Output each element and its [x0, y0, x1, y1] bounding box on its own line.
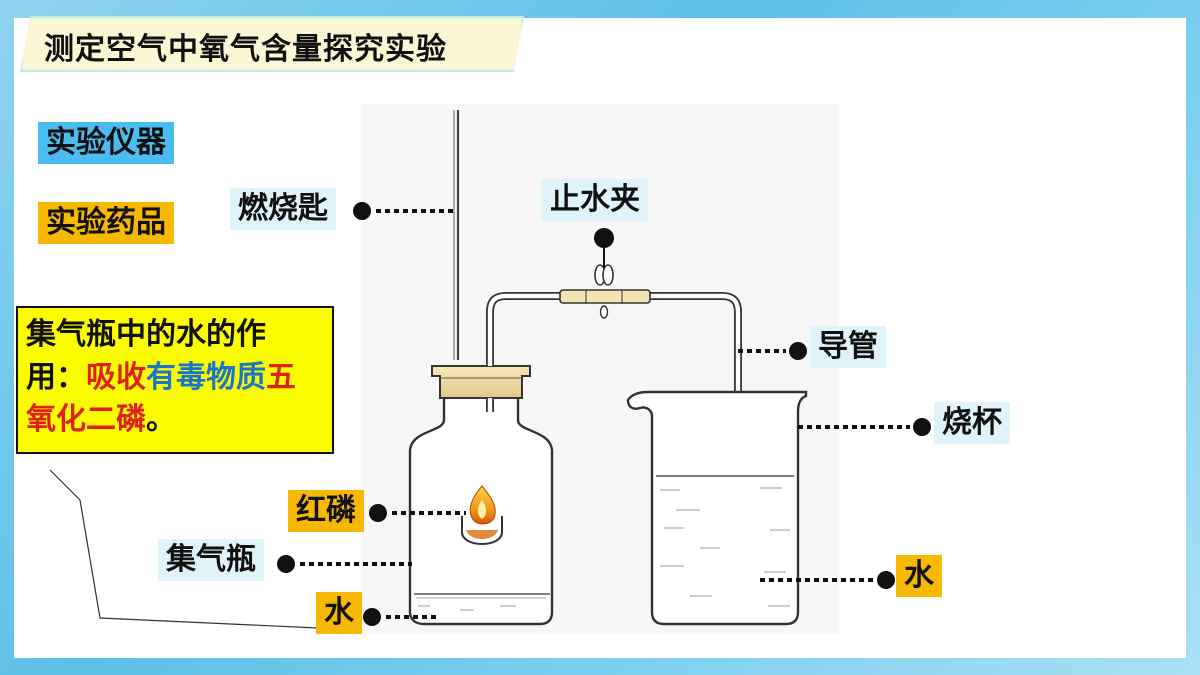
pointer-tube	[738, 342, 807, 360]
label-water-right: 水	[896, 555, 942, 597]
rubber-stopper	[431, 365, 531, 399]
water-stop-clamp	[559, 228, 651, 319]
pointer-beaker	[798, 418, 931, 436]
note-period: 。	[146, 402, 176, 438]
title-banner	[20, 16, 524, 72]
instruments-button[interactable]: 实验仪器	[38, 122, 174, 164]
note-text: 集气瓶中的水的作用：	[26, 317, 266, 395]
note-toxic: 有毒物质	[146, 359, 266, 395]
pointer-water-left	[363, 608, 440, 626]
pointer-bottle	[277, 555, 412, 573]
label-tube: 导管	[810, 326, 886, 368]
pointer-phosphorus	[369, 504, 466, 522]
reagents-button[interactable]: 实验药品	[38, 202, 174, 244]
label-beaker: 烧杯	[934, 402, 1010, 444]
note-p2o5: 五氧化二磷	[26, 359, 296, 438]
note-absorb: 吸收	[86, 359, 146, 395]
label-phosphorus: 红磷	[288, 490, 364, 532]
water-function-note: 集气瓶中的水的作用：吸收有毒物质五氧化二磷。	[16, 306, 334, 454]
label-spoon: 燃烧匙	[230, 188, 336, 230]
label-bottle: 集气瓶	[158, 539, 264, 581]
pointer-water-right	[760, 571, 895, 589]
pointer-spoon	[353, 202, 456, 220]
label-clamp: 止水夹	[542, 179, 648, 221]
page-title: 测定空气中氧气含量探究实验	[44, 32, 447, 67]
label-water-left: 水	[316, 592, 362, 634]
flame-icon	[469, 485, 496, 525]
note-leader-line	[49, 469, 319, 629]
combustion-spoon	[461, 516, 503, 545]
beaker	[626, 390, 808, 626]
